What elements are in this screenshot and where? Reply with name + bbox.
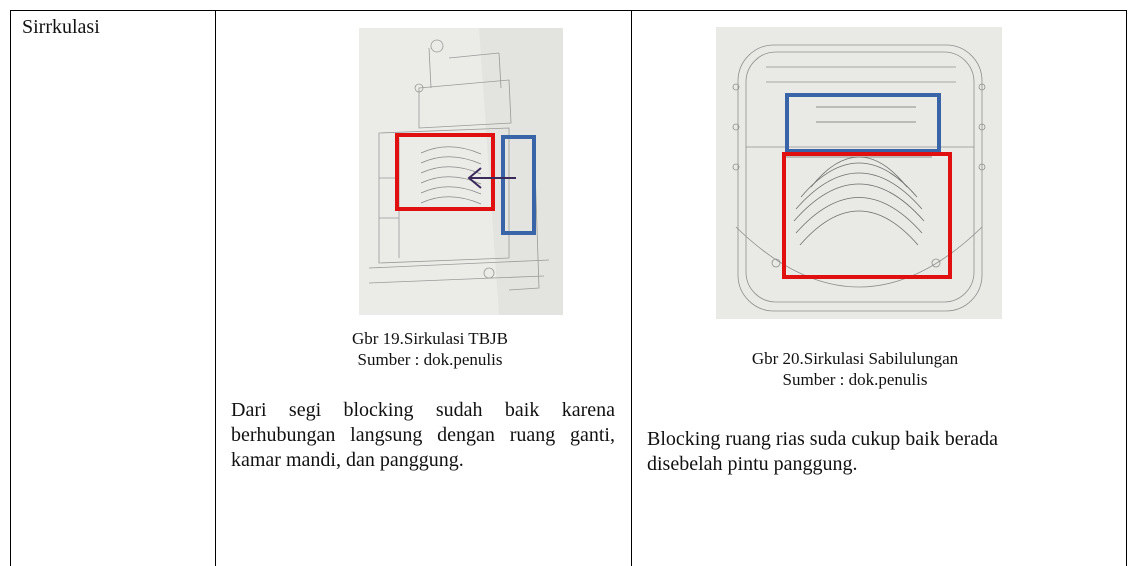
row-label: Sirrkulasi — [22, 16, 100, 38]
tbjb-caption-source: Sumber : dok.penulis — [357, 350, 503, 369]
sabilulungan-caption: Gbr 20.Sirkulasi Sabilulungan Sumber : d… — [670, 348, 1040, 390]
blue-circulation-box — [785, 93, 941, 153]
comparison-table — [10, 10, 1127, 566]
label-cell: Sirrkulasi — [10, 10, 215, 566]
tbjb-caption: Gbr 19.Sirkulasi TBJB Sumber : dok.penul… — [260, 328, 600, 370]
sabilulungan-floorplan-drawing — [716, 27, 1002, 319]
circulation-arrow — [467, 167, 516, 189]
blue-circulation-box — [501, 135, 536, 235]
red-blocking-box — [782, 152, 952, 279]
red-blocking-box — [395, 133, 495, 211]
sabilulungan-description: Blocking ruang rias suda cukup baik bera… — [647, 428, 999, 475]
sabilulungan-floorplan-photo — [716, 27, 1002, 319]
sabilulungan-caption-title: Gbr 20.Sirkulasi Sabilulungan — [751, 349, 959, 368]
column-divider — [631, 10, 632, 566]
tbjb-caption-title: Gbr 19.Sirkulasi TBJB — [351, 329, 508, 348]
tbjb-description: Dari segi blocking sudah baik karena ber… — [231, 399, 615, 471]
column-divider — [215, 10, 216, 566]
sabilulungan-caption-source: Sumber : dok.penulis — [782, 370, 928, 389]
tbjb-floorplan-drawing — [359, 28, 563, 315]
tbjb-floorplan-photo — [359, 28, 563, 315]
